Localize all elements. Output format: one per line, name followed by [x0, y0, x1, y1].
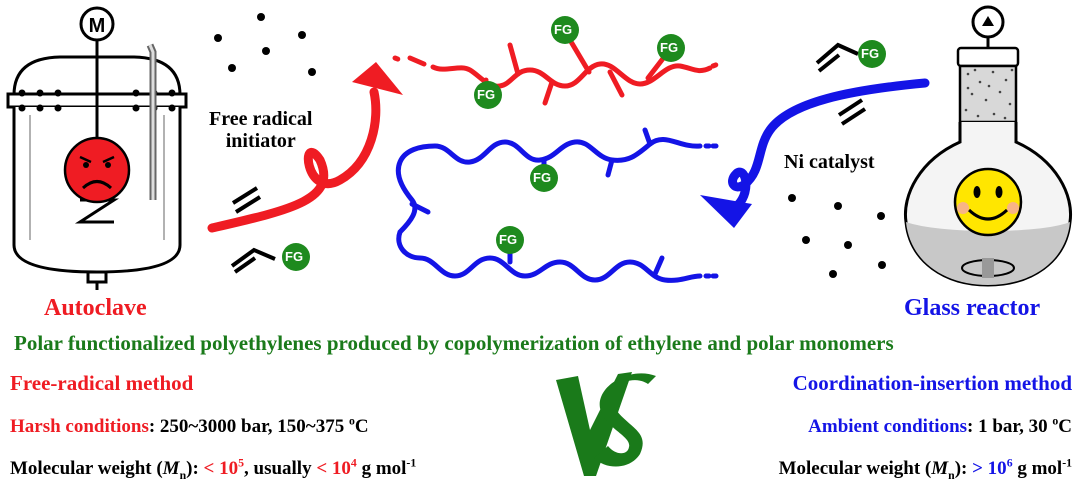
- fg-label: FG: [499, 232, 518, 247]
- polar-monomer-left: [230, 243, 310, 274]
- sad-face-icon: [63, 136, 131, 204]
- fg-label: FG: [285, 249, 304, 264]
- catalyst-dots: [788, 194, 886, 278]
- initiator-dots: [214, 13, 316, 76]
- left-molecular-weight: Molecular weight (Mn): < 105, usually < …: [10, 456, 417, 482]
- blue-curved-arrow: [700, 78, 930, 228]
- glass-reactor-caption: Glass reactor: [904, 295, 1041, 321]
- radical-initiator-label: Free radical initiator: [209, 108, 313, 152]
- fg-label: FG: [477, 87, 496, 102]
- motor-label: M: [89, 15, 106, 37]
- happy-face-icon: [953, 167, 1023, 237]
- fg-label: FG: [861, 46, 880, 61]
- glass-reactor: [903, 5, 1073, 287]
- autoclave-caption: Autoclave: [44, 295, 147, 321]
- red-curved-arrow: [207, 62, 403, 233]
- fg-markers-blue: [496, 164, 558, 254]
- polar-monomer-right: [815, 40, 886, 73]
- left-method-title: Free-radical method: [10, 371, 194, 395]
- right-method-title: Coordination-insertion method: [792, 371, 1072, 395]
- fg-label: FG: [554, 22, 573, 37]
- fg-label: FG: [533, 170, 552, 185]
- scheme-title: Polar functionalized polyethylenes produ…: [14, 331, 894, 355]
- left-conditions: Harsh conditions: 250~3000 bar, 150~375 …: [10, 414, 369, 437]
- right-conditions: Ambient conditions: 1 bar, 30 oC: [808, 414, 1072, 437]
- right-molecular-weight: Molecular weight (Mn): > 106 g mol-1: [778, 456, 1072, 482]
- vs-logo: [556, 372, 656, 476]
- ethylene-icon-left: [231, 186, 262, 214]
- ethylene-icon-right: [837, 98, 867, 126]
- fg-markers-red: [474, 16, 685, 109]
- blue-polymer-chain: [395, 127, 719, 283]
- fg-label: FG: [660, 40, 679, 55]
- ni-catalyst-label: Ni catalyst: [784, 151, 875, 173]
